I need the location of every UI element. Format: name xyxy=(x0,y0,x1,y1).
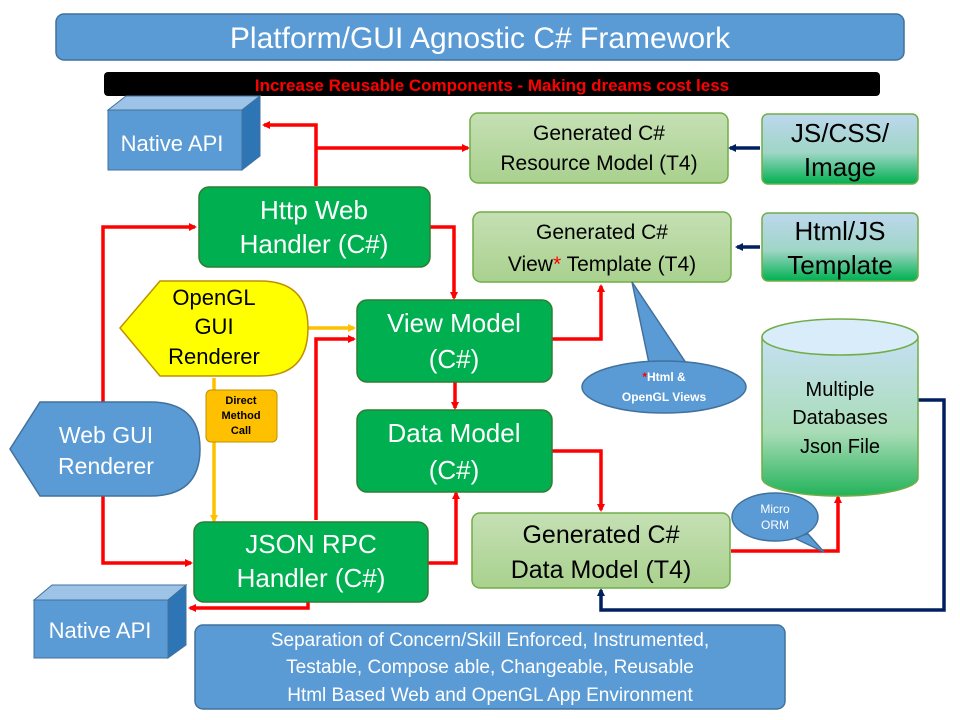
native-api-top-label: Native API xyxy=(121,131,224,156)
gen-resource-line2: Resource Model (T4) xyxy=(500,152,697,175)
opengl-gui-renderer: OpenGL GUI Renderer xyxy=(119,280,309,377)
data-model-line2: (C#) xyxy=(429,455,480,485)
arrow-webgui-to-http xyxy=(101,223,197,402)
json-rpc-handler: JSON RPC Handler (C#) xyxy=(193,521,429,603)
jscss-line2: Image xyxy=(804,152,876,182)
htmljs-line1: Html/JS xyxy=(795,216,886,246)
gen-view-line2: View* Template (T4) xyxy=(508,253,696,276)
jsonrpc-line2: Handler (C#) xyxy=(237,563,386,593)
page-title: Platform/GUI Agnostic C# Framework xyxy=(230,22,731,55)
arrow-jsonrpc-to-viewmodel xyxy=(314,335,356,520)
webgui-line1: Web GUI xyxy=(59,422,153,448)
js-css-image-source: JS/CSS/ Image xyxy=(761,113,919,185)
arrow-jsonrpc-to-datamodel xyxy=(428,491,460,565)
direct-line1: Direct xyxy=(225,395,257,407)
direct-line3: Call xyxy=(231,425,251,437)
arrow-datamodel-to-gen-datamodel xyxy=(552,449,605,512)
db-line2: Databases xyxy=(792,407,888,429)
webgui-line2: Renderer xyxy=(58,453,154,479)
gen-data-line2: Data Model (T4) xyxy=(511,556,692,584)
web-gui-renderer: Web GUI Renderer xyxy=(9,401,201,497)
databases-cylinder: Multiple Databases Json File xyxy=(761,318,919,497)
micro-orm-line1: Micro xyxy=(760,502,790,516)
opengl-line2: GUI xyxy=(194,314,233,339)
http-web-handler: Http Web Handler (C#) xyxy=(198,186,431,268)
db-line1: Multiple xyxy=(806,379,875,401)
gen-view-star: * xyxy=(553,253,561,276)
http-handler-line1: Http Web xyxy=(260,195,368,225)
direct-method-call-callout: Direct Method Call xyxy=(205,389,278,443)
direct-line2: Method xyxy=(221,410,260,422)
http-handler-line2: Handler (C#) xyxy=(240,229,389,259)
data-model: Data Model (C#) xyxy=(356,409,553,493)
html-opengl-views-callout: *Html & OpenGL Views xyxy=(581,281,747,414)
views-callout-line1: *Html & xyxy=(642,370,686,384)
gen-view-line2-prefix: View xyxy=(508,253,554,276)
views-callout-star: * xyxy=(642,370,647,384)
footer-line2: Testable, Compose able, Changeable, Reus… xyxy=(286,657,694,678)
opengl-line3: Renderer xyxy=(168,344,260,369)
arrow-http-to-view-model xyxy=(430,225,458,300)
arrow-gen-datamodel-to-databases xyxy=(731,495,842,553)
arrow-jsonrpc-to-native-api xyxy=(188,601,310,612)
generated-view-template: Generated C# View* Template (T4) xyxy=(472,211,732,283)
subtitle: Increase Reusable Components - Making dr… xyxy=(255,76,729,95)
views-callout-text1: Html & xyxy=(647,370,686,384)
footer-box: Separation of Concern/Skill Enforced, In… xyxy=(194,624,786,710)
db-line3: Json File xyxy=(800,436,880,458)
generated-data-model: Generated C# Data Model (T4) xyxy=(471,512,731,589)
gen-view-line2-suffix: Template (T4) xyxy=(561,253,696,276)
native-api-top: Native API xyxy=(106,94,262,172)
opengl-line1: OpenGL xyxy=(172,285,255,310)
arrow-viewmodel-to-view-template xyxy=(552,284,605,341)
data-model-line1: Data Model xyxy=(388,418,521,448)
arrow-webgui-to-jsonrpc xyxy=(101,496,193,567)
views-callout-line2: OpenGL Views xyxy=(622,390,707,404)
micro-orm-callout: Micro ORM xyxy=(731,492,825,553)
arrow-http-to-native-api xyxy=(262,121,318,186)
connectors xyxy=(101,121,946,612)
view-model: View Model (C#) xyxy=(356,299,553,383)
gen-view-line1: Generated C# xyxy=(536,221,668,244)
htmljs-line2: Template xyxy=(787,250,893,280)
jsonrpc-line1: JSON RPC xyxy=(245,529,376,559)
subtitle-banner: Increase Reusable Components - Making dr… xyxy=(104,72,880,96)
generated-resource-model: Generated C# Resource Model (T4) xyxy=(469,112,729,184)
native-api-bottom: Native API xyxy=(32,583,188,659)
view-model-line2: (C#) xyxy=(429,344,480,374)
arrow-databases-to-gen-datamodel xyxy=(597,398,946,612)
footer-line3: Html Based Web and OpenGL App Environmen… xyxy=(287,685,693,706)
gen-resource-line1: Generated C# xyxy=(533,122,665,145)
footer-line1: Separation of Concern/Skill Enforced, In… xyxy=(271,630,709,651)
html-js-template-source: Html/JS Template xyxy=(761,212,919,282)
view-model-line1: View Model xyxy=(387,308,521,338)
native-api-bottom-label: Native API xyxy=(49,618,152,643)
jscss-line1: JS/CSS/ xyxy=(791,118,890,148)
micro-orm-line2: ORM xyxy=(761,518,789,532)
title-bar: Platform/GUI Agnostic C# Framework xyxy=(55,13,905,61)
gen-data-line1: Generated C# xyxy=(522,521,679,549)
